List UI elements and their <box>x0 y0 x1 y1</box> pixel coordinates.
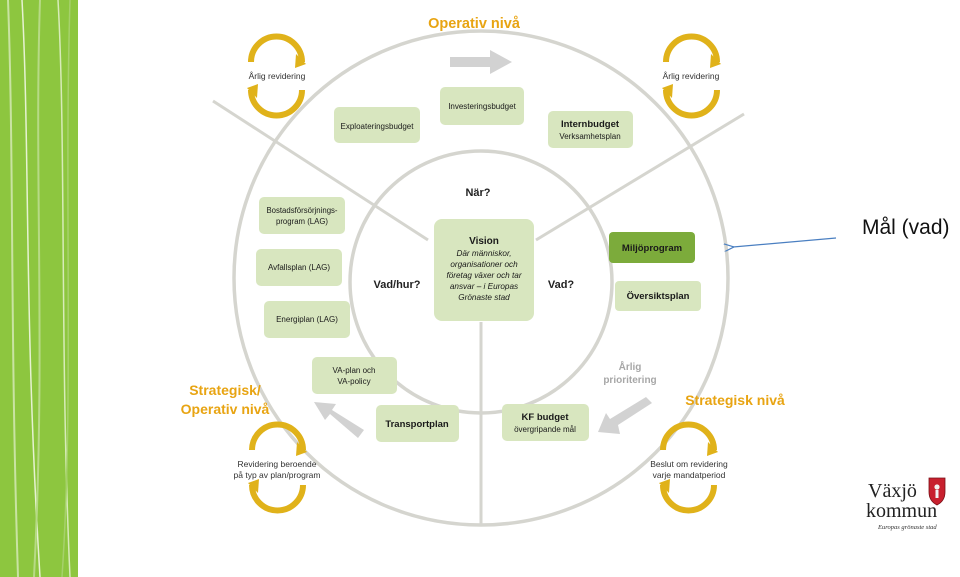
cycle-icon-top-right <box>662 33 721 119</box>
cycle-label-bottom-right-2: varje mandatperiod <box>653 470 726 480</box>
box-miljoprogram: Miljöprogram <box>609 232 695 263</box>
box-kf-budget: KF budget övergripande mål <box>502 404 589 441</box>
cycle-label-top-right: Årlig revidering <box>663 71 720 81</box>
box-kf-sub: övergripande mål <box>514 425 576 434</box>
box-bostad-line1: Bostadsförsörjnings- <box>266 206 337 215</box>
box-bostad-line2: program (LAG) <box>276 217 328 226</box>
box-va-plan: VA-plan och VA-policy <box>312 357 397 394</box>
box-transportplan-label: Transportplan <box>385 419 449 430</box>
box-exploateringsbudget: Exploateringsbudget <box>334 107 420 143</box>
coat-of-arms-icon <box>928 477 946 506</box>
cycle-label-top-left: Årlig revidering <box>249 71 306 81</box>
cycle-label-bottom-right-1: Beslut om revidering <box>650 459 728 469</box>
cycle-label-bottom-left-1: Revidering beroende <box>238 459 317 469</box>
box-avfallsplan: Avfallsplan (LAG) <box>256 249 342 286</box>
question-vad: Vad? <box>548 279 575 291</box>
arlig-prioritering-2: prioritering <box>603 375 656 386</box>
vision-text-4: ansvar – i Europas <box>450 282 518 291</box>
heading-operativ: Operativ nivå <box>428 16 521 32</box>
box-investeringsbudget-label: Investeringsbudget <box>448 102 516 111</box>
flow-arrow-top <box>450 50 512 74</box>
cycle-icon-top-left <box>247 33 306 119</box>
box-investeringsbudget: Investeringsbudget <box>440 87 524 125</box>
vision-text-1: Där människor, <box>456 249 511 258</box>
box-va-line2: VA-policy <box>337 377 370 386</box>
annotation-arrow <box>733 237 837 247</box>
vision-box: Vision Där människor, organisationer och… <box>434 219 534 321</box>
left-decor-bar <box>0 0 78 577</box>
question-nar: När? <box>465 187 490 199</box>
box-miljoprogram-label: Miljöprogram <box>622 243 682 254</box>
box-internbudget-title: Internbudget <box>561 119 620 130</box>
question-vad-hur: Vad/hur? <box>373 279 420 291</box>
vaxjo-logo: Växjö kommun Europas grönaste stad <box>866 477 946 531</box>
divider-upper-right <box>535 112 745 242</box>
box-energiplan: Energiplan (LAG) <box>264 301 350 338</box>
cycle-icon-bottom-left <box>248 421 307 514</box>
heading-strategisk: Strategisk nivå <box>685 392 785 408</box>
box-bostadsforsorjning: Bostadsförsörjnings- program (LAG) <box>259 197 345 234</box>
logo-tagline: Europas grönaste stad <box>877 524 937 531</box>
cycle-icon-bottom-right <box>659 421 718 514</box>
box-va-line1: VA-plan och <box>333 366 376 375</box>
cycle-label-bottom-left-2: på typ av plan/program <box>234 470 321 480</box>
heading-strategisk-operativ-1: Strategisk/ <box>189 382 261 398</box>
flow-arrow-right <box>598 397 652 434</box>
logo-line1: Växjö <box>868 480 917 502</box>
box-internbudget: Internbudget Verksamhetsplan <box>548 111 633 148</box>
box-internbudget-sub: Verksamhetsplan <box>559 132 620 141</box>
box-avfallsplan-label: Avfallsplan (LAG) <box>268 263 330 272</box>
arlig-prioritering-1: Årlig <box>619 360 642 373</box>
box-energiplan-label: Energiplan (LAG) <box>276 315 338 324</box>
vision-text-2: organisationer och <box>450 260 518 269</box>
box-oversiktsplan-label: Översiktsplan <box>627 291 690 302</box>
heading-strategisk-operativ-2: Operativ nivå <box>181 401 270 417</box>
vision-text-3: företag växer och tar <box>446 271 521 280</box>
box-transportplan: Transportplan <box>376 405 459 442</box>
vision-title: Vision <box>469 236 499 247</box>
vision-text-5: Grönaste stad <box>458 293 510 302</box>
box-kf-title: KF budget <box>522 412 570 423</box>
flow-arrow-left <box>314 402 364 438</box>
divider-upper-left <box>212 99 429 242</box>
annotation-label: Mål (vad) <box>862 216 950 239</box>
logo-line2: kommun <box>866 500 937 522</box>
box-exploateringsbudget-label: Exploateringsbudget <box>341 122 415 131</box>
box-oversiktsplan: Översiktsplan <box>615 281 701 311</box>
